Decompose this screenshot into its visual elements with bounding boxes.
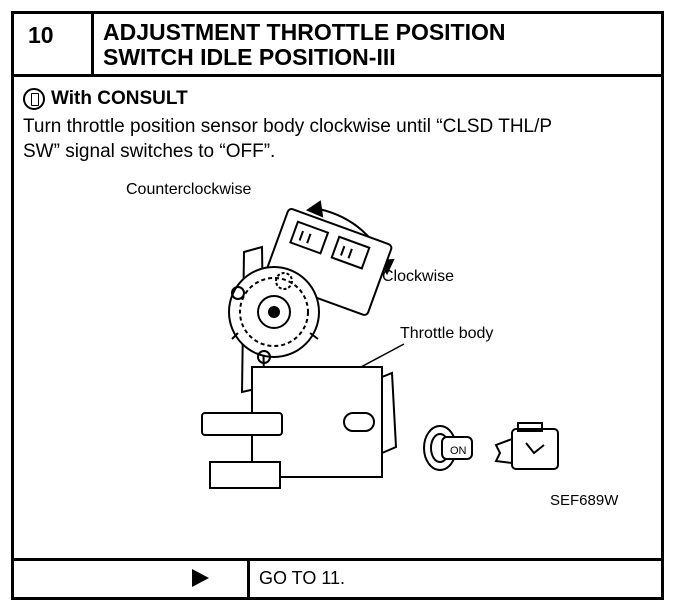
instruction-line1: Turn throttle position sensor body clock… — [23, 116, 553, 137]
step-title-line1: ADJUSTMENT THROTTLE POSITION — [103, 19, 506, 45]
next-arrow-cell — [14, 561, 250, 597]
consult-tester-icon — [23, 88, 45, 110]
step-title: ADJUSTMENT THROTTLE POSITION SWITCH IDLE… — [94, 14, 661, 77]
instruction-text: Turn throttle position sensor body clock… — [23, 114, 653, 164]
clockwise-label: Clockwise — [382, 268, 455, 285]
consult-connector-icon — [494, 422, 559, 470]
consult-label: With CONSULT — [51, 88, 188, 109]
step-number: 10 — [14, 14, 94, 77]
step-title-line2: SWITCH IDLE POSITION-III — [103, 44, 396, 70]
play-arrow-icon — [192, 569, 209, 587]
ignition-key-icon — [423, 425, 473, 471]
figure-code: SEF689W — [550, 492, 619, 509]
instruction-line2: SW” signal switches to “OFF”. — [23, 141, 276, 162]
throttle-sensor-illustration: ON Counterclockwise Clockwise Throttle b… — [114, 177, 654, 517]
procedure-step-table: 10 ADJUSTMENT THROTTLE POSITION SWITCH I… — [11, 11, 664, 600]
throttle-body-label: Throttle body — [400, 325, 494, 342]
ignition-key-label: ON — [450, 445, 467, 457]
throttle-body-drawing: ON — [201, 200, 559, 489]
next-step-text[interactable]: GO TO 11. — [259, 568, 346, 588]
counterclockwise-label: Counterclockwise — [126, 181, 252, 198]
ccw-arrowhead-icon — [305, 200, 324, 218]
next-step-row: GO TO 11. — [14, 558, 661, 597]
consult-heading: With CONSULT — [23, 88, 188, 110]
